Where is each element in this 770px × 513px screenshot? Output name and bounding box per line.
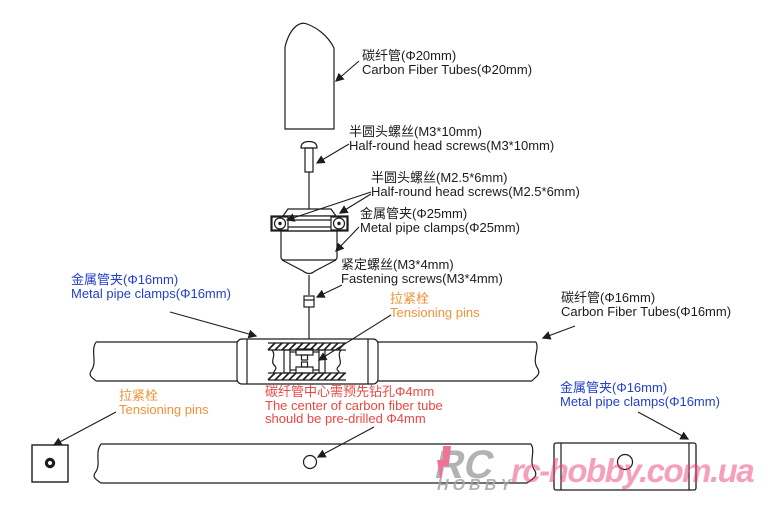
label-zh: 碳纤管(Φ20mm) [362,48,457,63]
lightning-bolt-icon [437,446,452,484]
bottom-tube-drawing [93,443,537,484]
label-en: Carbon Fiber Tubes(Φ16mm) [561,303,732,319]
leader-predrill [316,426,375,458]
carbon-tube-20-drawing [284,22,335,130]
fastening-screw-drawing [303,275,315,349]
screw-m3x10-drawing [300,140,318,209]
label-en: Half-round head screws(M3*10mm) [349,137,555,153]
leader-fastening-screw [315,284,343,298]
label-zh: 紧定螺丝(M3*4mm) [341,257,454,272]
label-zh: 金属管夹(Φ16mm) [71,272,179,287]
label-en: Carbon Fiber Tubes(Φ20mm) [362,61,533,77]
leader-screw-m3x10 [315,143,350,164]
label-en: Fastening screws(M3*4mm) [341,270,503,286]
leader-clamp-16-left [169,311,258,339]
label-carbon-tube-16: 碳纤管(Φ16mm) Carbon Fiber Tubes(Φ16mm) [561,291,731,318]
label-zh: 金属管夹(Φ16mm) [560,380,668,395]
clamp-16-drawing [553,442,697,491]
label-screws-m3x10: 半圆头螺丝(M3*10mm) Half-round head screws(M3… [349,125,554,152]
leader-carbon-tube-20 [335,60,360,82]
label-en: Metal pipe clamps(Φ16mm) [71,285,231,301]
predrilled-hole [302,454,318,470]
rc-hobby-logo: R C HOBBY [431,443,551,498]
leader-carbon-tube-16 [541,325,576,340]
label-carbon-tube-20: 碳纤管(Φ20mm) Carbon Fiber Tubes(Φ20mm) [362,49,532,76]
label-tensioning-center: 拉紧栓 Tensioning pins [390,292,480,319]
label-en: Half-round head screws(M2.5*6mm) [371,183,580,199]
label-zh: 拉紧栓 [119,388,159,403]
label-en: Tensioning pins [119,401,209,417]
label-zh: 碳纤管中心需预先钻孔Φ4mm [265,384,435,399]
clamp-25-drawing [270,208,349,275]
watermark-site-text: rc-hobby.com.ua [511,452,755,489]
label-en: Tensioning pins [390,304,480,320]
logo-hobby-text: HOBBY [435,477,517,494]
label-zh: 碳纤管(Φ16mm) [561,290,656,305]
label-en: Metal pipe clamps(Φ16mm) [560,393,720,409]
label-zh: 金属管夹(Φ25mm) [360,206,468,221]
leader-tensioning-center [317,314,392,361]
label-en: The center of carbon fiber tube [265,397,443,413]
leader-screw-m25x6-right [338,193,372,214]
label-zh: 半圆头螺丝(M3*10mm) [349,124,482,139]
label-screws-m25x6: 半圆头螺丝(M2.5*6mm) Half-round head screws(M… [371,171,580,198]
label-tensioning-left: 拉紧栓 Tensioning pins [119,389,209,416]
leader-clamp-16-right [637,411,690,440]
label-clamp-25: 金属管夹(Φ25mm) Metal pipe clamps(Φ25mm) [360,207,520,234]
label-clamp-16-left: 金属管夹(Φ16mm) Metal pipe clamps(Φ16mm) [71,273,231,300]
label-predrill-note: 碳纤管中心需预先钻孔Φ4mm The center of carbon fibe… [265,385,443,426]
center-clamp-drawing [236,338,379,385]
leader-screw-m25x6-left [285,191,372,222]
label-zh: 半圆头螺丝(M2.5*6mm) [371,170,508,185]
label-en: Metal pipe clamps(Φ25mm) [360,219,520,235]
label-clamp-16-right: 金属管夹(Φ16mm) Metal pipe clamps(Φ16mm) [560,381,720,408]
leader-clamp-25 [335,226,360,252]
leader-tensioning-left [52,411,117,446]
pin-end-view-drawing [31,444,69,483]
label-en: should be pre-drilled Φ4mm [265,411,426,426]
label-zh: 拉紧栓 [390,291,430,306]
label-fastening-screws: 紧定螺丝(M3*4mm) Fastening screws(M3*4mm) [341,258,503,285]
